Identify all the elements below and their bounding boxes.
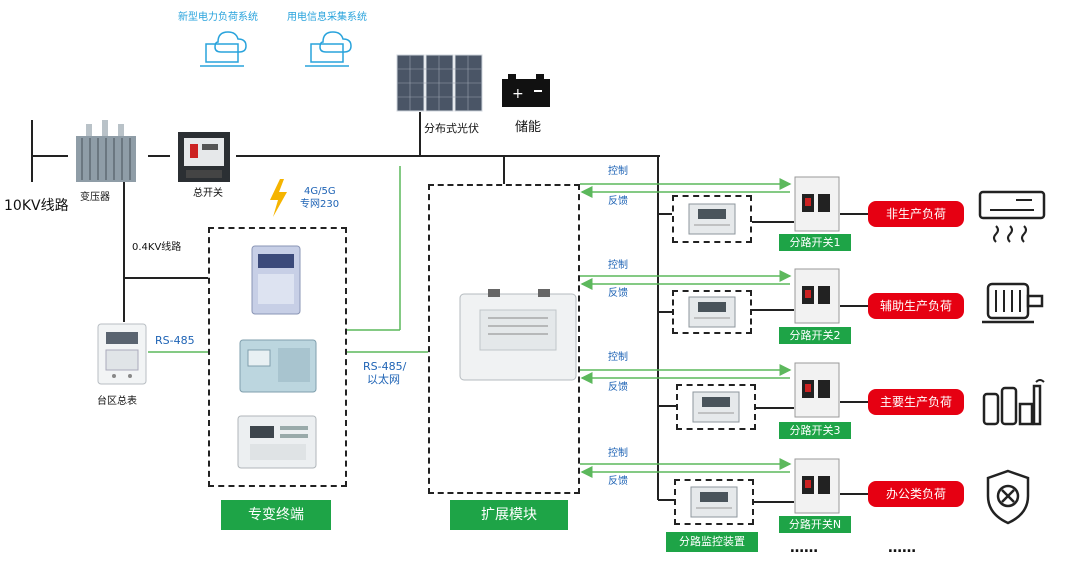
svg-text:+: + <box>512 86 524 102</box>
pv-label: 分布式光伏 <box>424 122 479 135</box>
branch-monitor-box <box>672 195 752 243</box>
expansion-group-box <box>428 184 580 494</box>
cloud-load-system-label: 新型电力负荷系统 <box>178 12 258 23</box>
rs485-label: RS-485 <box>155 334 195 347</box>
link-label-line2: 以太网 <box>367 373 400 386</box>
load-label-4: 办公类负荷 <box>868 481 964 507</box>
link-label-line1: RS-485/ <box>363 360 407 373</box>
line-04kv-label: 0.4KV线路 <box>132 242 182 253</box>
shield-icon <box>986 469 1030 525</box>
battery-icon: + <box>502 74 550 107</box>
factory-icon <box>982 379 1045 426</box>
branch-monitor-device-icon <box>688 296 736 328</box>
expansion-module-icon <box>459 289 577 381</box>
feedback-label-4: 反馈 <box>608 476 628 487</box>
lightning-icon <box>270 179 287 217</box>
terminal-label: 专变终端 <box>221 500 331 530</box>
network-label-line1: 4G/5G <box>304 186 336 197</box>
control-label-1: 控制 <box>608 166 628 177</box>
expansion-label: 扩展模块 <box>450 500 568 530</box>
branch-switch-icon <box>794 268 840 324</box>
cloud-laptop-icon <box>305 31 352 67</box>
air-conditioner-icon <box>978 190 1046 243</box>
feedback-label-3: 反馈 <box>608 382 628 393</box>
branch-monitor-device-icon <box>692 391 740 423</box>
branch-switch-icon <box>794 176 840 232</box>
concentrator-icon <box>239 339 317 393</box>
transformer-label: 变压器 <box>80 192 110 203</box>
line-10kv-label: 10KV线路 <box>4 198 69 214</box>
main-switch-label: 总开关 <box>193 188 223 199</box>
branch-monitor-device-icon <box>690 486 738 518</box>
storage-label: 储能 <box>515 120 542 135</box>
ellipsis-loads: …… <box>888 540 916 556</box>
network-label-line2: 专网230 <box>300 199 340 210</box>
control-label-2: 控制 <box>608 260 628 271</box>
transformer-icon <box>76 120 136 182</box>
solar-panel-icon <box>396 54 483 112</box>
control-label-3: 控制 <box>608 352 628 363</box>
motor-icon <box>982 282 1044 324</box>
main-switch-icon <box>178 132 230 182</box>
feedback-label-2: 反馈 <box>608 288 628 299</box>
control-label-4: 控制 <box>608 448 628 459</box>
branch-monitor-box <box>672 290 752 334</box>
branch-switch-label-3: 分路开关3 <box>779 422 851 439</box>
cloud-collect-system-label: 用电信息采集系统 <box>287 12 367 23</box>
load-label-3: 主要生产负荷 <box>868 389 964 415</box>
ellipsis-switches: …… <box>790 540 818 556</box>
terminal-group-box <box>208 227 347 487</box>
branch-switch-icon <box>794 458 840 514</box>
area-meter-icon <box>97 323 147 385</box>
smart-meter-icon <box>251 245 301 315</box>
cloud-laptop-icon <box>200 31 247 67</box>
terminal-device-icon <box>237 415 317 469</box>
load-label-1: 非生产负荷 <box>868 201 964 227</box>
monitor-label: 分路监控装置 <box>666 532 758 552</box>
load-label-2: 辅助生产负荷 <box>868 293 964 319</box>
branch-switch-label-n: 分路开关N <box>779 516 851 533</box>
branch-monitor-box <box>674 479 754 525</box>
area-meter-label: 台区总表 <box>97 396 137 407</box>
branch-monitor-box <box>676 384 756 430</box>
branch-switch-label-2: 分路开关2 <box>779 327 851 344</box>
feedback-label-1: 反馈 <box>608 196 628 207</box>
branch-switch-label-1: 分路开关1 <box>779 234 851 251</box>
branch-monitor-device-icon <box>688 203 736 235</box>
branch-switch-icon <box>794 362 840 418</box>
